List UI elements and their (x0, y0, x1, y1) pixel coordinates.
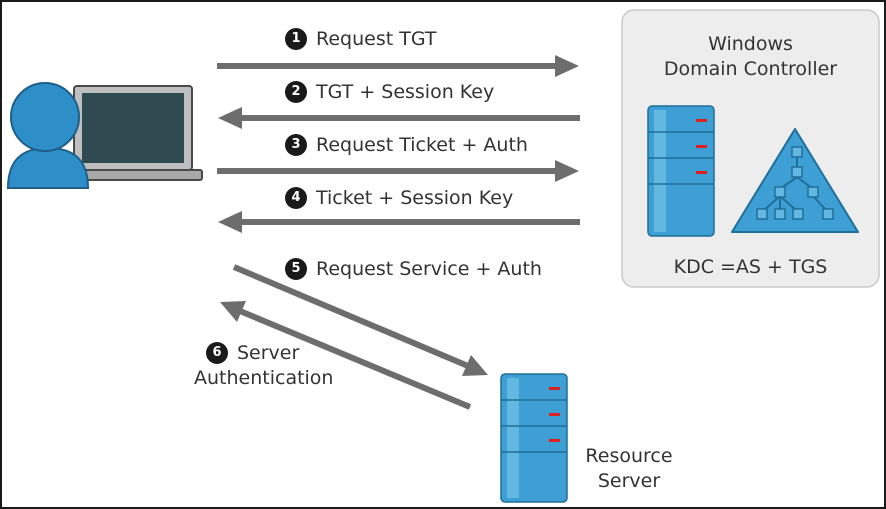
step-6-badge: 6 (206, 342, 228, 364)
resource-server-label-line1: Resource (585, 445, 673, 467)
arrow-step-5 (232, 264, 488, 376)
user-icon (6, 82, 90, 189)
step-4-label: 4 Ticket + Session Key (285, 187, 513, 209)
step-3-badge: 3 (285, 134, 307, 156)
step-4-text: Ticket + Session Key (316, 187, 514, 209)
step-2-text: TGT + Session Key (316, 81, 495, 103)
active-directory-icon (731, 128, 859, 233)
step-6-text-line2: Authentication (194, 367, 334, 389)
arrow-step-2 (218, 107, 580, 129)
resource-server-icon (500, 373, 568, 503)
step-5-label: 5 Request Service + Auth (285, 258, 542, 280)
resource-server-label-line2: Server (597, 470, 661, 492)
domain-controller-title-line2: Domain Controller (663, 58, 838, 80)
step-2-label: 2 TGT + Session Key (285, 81, 494, 103)
step-5-badge: 5 (285, 258, 307, 280)
step-6-label: 6 Server (206, 342, 299, 364)
arrow-step-3 (217, 160, 579, 182)
arrow-step-4 (218, 211, 580, 233)
step-6-text-line1: Server (237, 342, 300, 364)
arrow-step-6 (220, 301, 472, 410)
arrow-step-1 (217, 55, 579, 77)
step-4-badge: 4 (285, 187, 307, 209)
step-1-label: 1 Request TGT (285, 28, 436, 50)
kdc-server-icon (647, 105, 715, 237)
step-1-text: Request TGT (316, 28, 437, 50)
laptop-icon (53, 85, 203, 181)
kdc-label: KDC =AS + TGS (673, 256, 828, 278)
step-5-text: Request Service + Auth (316, 258, 542, 280)
step-2-badge: 2 (285, 81, 307, 103)
step-3-text: Request Ticket + Auth (316, 134, 528, 156)
step-3-label: 3 Request Ticket + Auth (285, 134, 528, 156)
domain-controller-title-line1: Windows (708, 33, 793, 55)
step-1-badge: 1 (285, 28, 307, 50)
